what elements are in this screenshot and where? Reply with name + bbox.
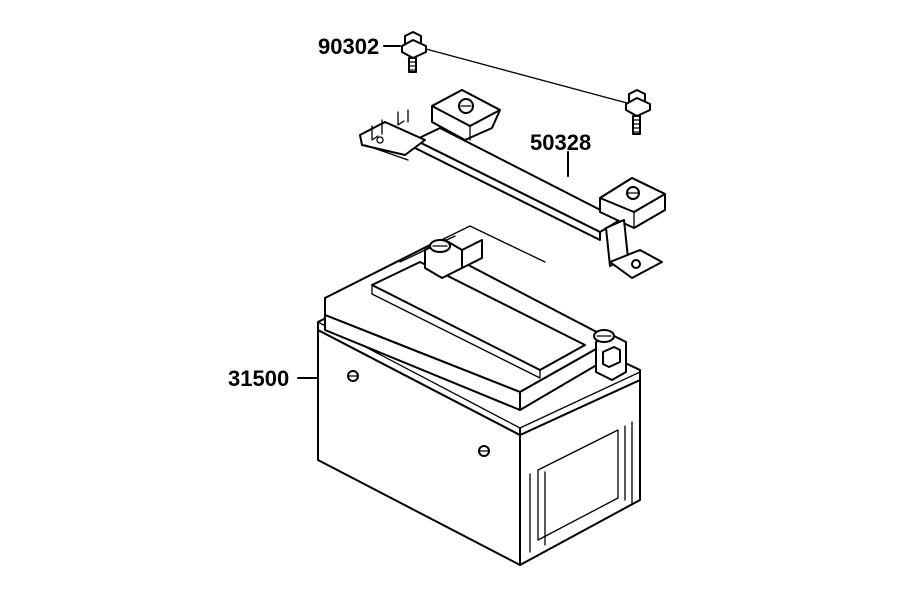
part-number-50328: 50328 (530, 130, 591, 155)
leader-bolt-link (425, 48, 628, 104)
battery-side-recess (537, 429, 619, 541)
battery-lid-center (371, 261, 586, 371)
terminal-rear (424, 239, 483, 279)
bracket-drawing (359, 89, 666, 279)
battery-drawing (317, 225, 641, 566)
bracket-left-plate (359, 121, 426, 156)
bracket-right-foot (609, 249, 663, 279)
vent-screw-right (478, 445, 490, 457)
bolt-left (401, 31, 427, 73)
vent-screw-left (347, 370, 359, 382)
part-number-31500: 31500 (228, 366, 289, 391)
bolt-right (625, 89, 651, 135)
part-number-90302: 90302 (318, 34, 379, 59)
terminal-front (593, 329, 627, 381)
